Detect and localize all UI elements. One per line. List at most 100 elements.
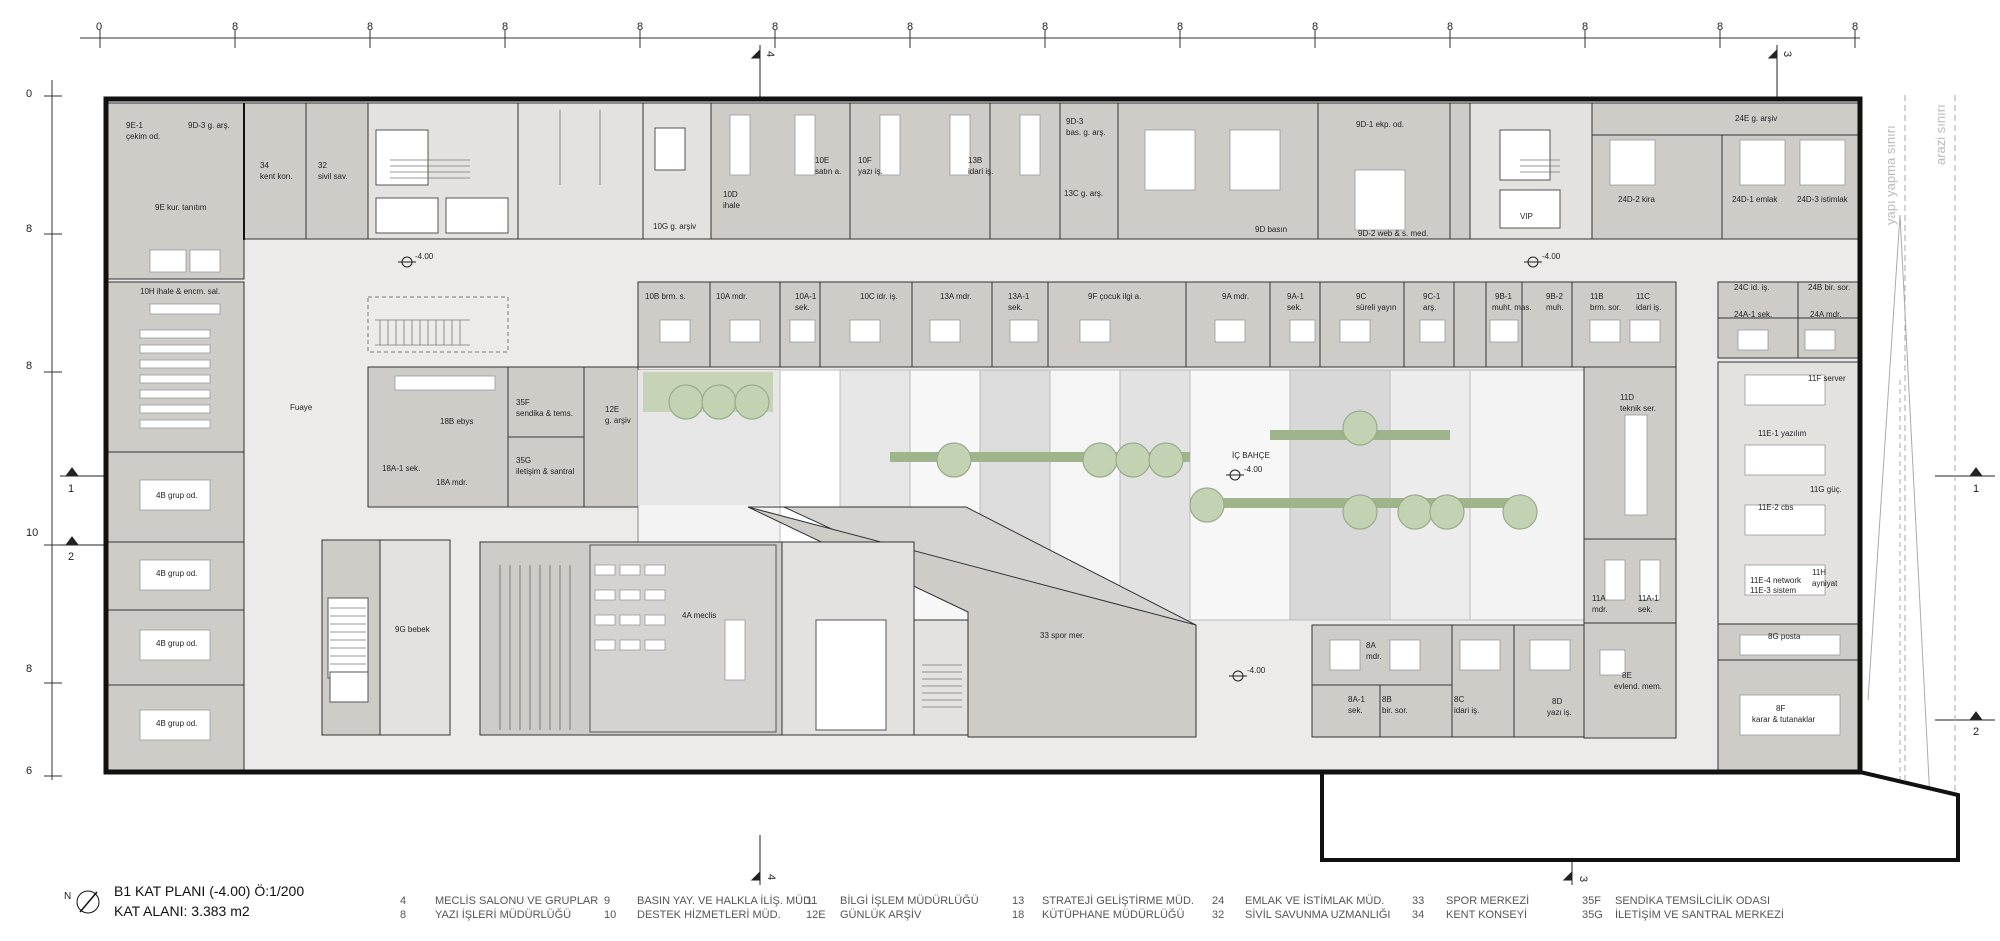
room-8d-code: 8D xyxy=(1552,697,1562,706)
room-fuaye: Fuaye xyxy=(290,403,313,412)
room-11c-name: idari iş. xyxy=(1636,303,1661,312)
room-9d3b-name: bas. g. arş. xyxy=(1066,128,1106,137)
room-9d3b-code: 9D-3 xyxy=(1066,117,1084,126)
top-dim-13: 8 xyxy=(1852,21,1858,33)
room-35g-code: 35G xyxy=(516,456,531,465)
room-11e1: 11E-1 yazılım xyxy=(1758,429,1807,438)
room-12e-code: 12E xyxy=(605,405,619,414)
room-13c: 13C g. arş. xyxy=(1064,189,1103,198)
room-9a1-code: 9A-1 xyxy=(1287,292,1304,301)
room-18a: 18A mdr. xyxy=(436,478,468,487)
room-8g: 8G posta xyxy=(1768,632,1801,641)
legend-code-7: 18 xyxy=(1012,909,1024,921)
room-10f-code: 10F xyxy=(858,156,872,165)
legend-name-10: SPOR MERKEZİ xyxy=(1446,894,1529,907)
section-left-2: 2 xyxy=(68,551,74,563)
room-8e-name: evlend. mem. xyxy=(1614,682,1662,691)
legend-name-9: SİVİL SAVUNMA UZMANLIĞI xyxy=(1245,908,1390,921)
room-9b2-name: muh. xyxy=(1546,303,1564,312)
room-9c1-name: arş. xyxy=(1423,303,1436,312)
left-dim-4: 8 xyxy=(26,663,32,675)
room-13b-name: idari iş. xyxy=(968,167,993,176)
room-4b-3: 4B grup od. xyxy=(156,639,197,648)
room-9e1-name: çekim od. xyxy=(126,132,160,141)
room-8a-name: mdr. xyxy=(1366,652,1382,661)
legend-name-0: MECLİS SALONU VE GRUPLAR xyxy=(435,894,598,907)
legend-code-10: 33 xyxy=(1412,895,1424,907)
room-8a1-name: sek. xyxy=(1348,706,1363,715)
room-9a1-name: sek. xyxy=(1287,303,1302,312)
room-11a-code: 11A xyxy=(1592,594,1606,603)
section-top-4: 4 xyxy=(764,51,776,57)
section-left-1: 1 xyxy=(68,483,74,495)
left-dim-1: 8 xyxy=(26,223,32,235)
room-10h: 10H ihale & encm. sal. xyxy=(140,287,220,296)
legend: 4 MECLİS SALONU VE GRUPLAR 8 YAZI İŞLERİ… xyxy=(400,894,1784,921)
room-11g: 11G güç. xyxy=(1810,485,1842,494)
room-13a: 13A mdr. xyxy=(940,292,972,301)
room-9d2: 9D-2 web & s. med. xyxy=(1358,229,1428,238)
top-dim-10: 8 xyxy=(1447,21,1453,33)
room-9b2-code: 9B-2 xyxy=(1546,292,1563,301)
room-8b-code: 8B xyxy=(1382,695,1392,704)
room-12e-name: g. arşiv xyxy=(605,416,631,425)
room-10b: 10B brm. s. xyxy=(645,292,686,301)
room-9d3: 9D-3 g. arş. xyxy=(188,121,230,130)
top-dim-6: 8 xyxy=(907,21,913,33)
legend-code-5: 12E xyxy=(806,909,826,921)
room-9a: 9A mdr. xyxy=(1222,292,1249,301)
legend-name-5: GÜNLÜK ARŞİV xyxy=(840,908,922,921)
room-24d1: 24D-1 emlak xyxy=(1732,195,1778,204)
legend-code-4: 11 xyxy=(806,895,817,907)
room-9e1: 9E-1 xyxy=(126,121,143,130)
room-9b1-name: muht. mas. xyxy=(1492,303,1532,312)
building xyxy=(103,96,1960,862)
left-dim-5: 6 xyxy=(26,765,32,777)
left-dim-2: 8 xyxy=(26,360,32,372)
legend-code-6: 13 xyxy=(1012,895,1024,907)
room-ic-bahce: İÇ BAHÇE xyxy=(1232,451,1270,460)
legend-name-3: DESTEK HİZMETLERİ MÜD. xyxy=(637,908,781,921)
parcel-limit-label: arazi sınırı xyxy=(1933,104,1948,165)
room-10e-code: 10E xyxy=(815,156,829,165)
room-13a1-code: 13A-1 xyxy=(1008,292,1030,301)
room-11h-code: 11H xyxy=(1812,568,1826,577)
room-11c-code: 11C xyxy=(1636,292,1650,301)
room-4b-1: 4B grup od. xyxy=(156,491,197,500)
room-9d: 9D basın xyxy=(1255,225,1287,234)
top-dim-0: 0 xyxy=(96,21,102,33)
room-9c1-code: 9C-1 xyxy=(1423,292,1441,301)
room-4a: 4A meclis xyxy=(682,611,716,620)
level-1: -4.00 xyxy=(415,252,434,261)
legend-code-11: 34 xyxy=(1412,909,1424,921)
room-24b: 24B bir. sor. xyxy=(1808,283,1850,292)
top-dim-4: 8 xyxy=(637,21,643,33)
room-35f-name: sendika & tems. xyxy=(516,409,573,418)
room-11d-name: teknik ser. xyxy=(1620,404,1656,413)
room-11f: 11F server xyxy=(1808,374,1846,383)
level-3: -4.00 xyxy=(1244,465,1263,474)
room-11h-name: ayniyat xyxy=(1812,579,1838,588)
top-dim-3: 8 xyxy=(502,21,508,33)
top-dim-2: 8 xyxy=(367,21,373,33)
legend-name-7: KÜTÜPHANE MÜDÜRLÜĞÜ xyxy=(1042,908,1184,921)
room-9g: 9G bebek xyxy=(395,625,431,634)
plan-title: B1 KAT PLANI (-4.00) Ö:1/200 xyxy=(114,882,304,899)
legend-name-6: STRATEJİ GELİŞTİRME MÜD. xyxy=(1042,894,1194,907)
room-labels: 9E-1 çekim od. 9D-3 g. arş. 9E kur. tanı… xyxy=(126,114,1850,728)
room-13b-code: 13B xyxy=(968,156,982,165)
room-13a1-name: sek. xyxy=(1008,303,1023,312)
room-35f-code: 35F xyxy=(516,398,530,407)
room-24c: 24C id. iş. xyxy=(1734,283,1770,292)
room-9c-name: süreli yayın xyxy=(1356,303,1396,312)
legend-code-9: 32 xyxy=(1212,909,1224,921)
top-dim-12: 8 xyxy=(1717,21,1723,33)
room-11a1-code: 11A-1 xyxy=(1638,594,1659,603)
room-8d-name: yazı iş. xyxy=(1547,708,1572,717)
room-11b-name: brm. sor. xyxy=(1590,303,1621,312)
room-8a-code: 8A xyxy=(1366,641,1376,650)
level-markers: -4.00 -4.00 -4.00 -4.00 xyxy=(398,252,1561,682)
room-8b-name: bir. sor. xyxy=(1382,706,1408,715)
room-10c: 10C idr. iş. xyxy=(860,292,898,301)
